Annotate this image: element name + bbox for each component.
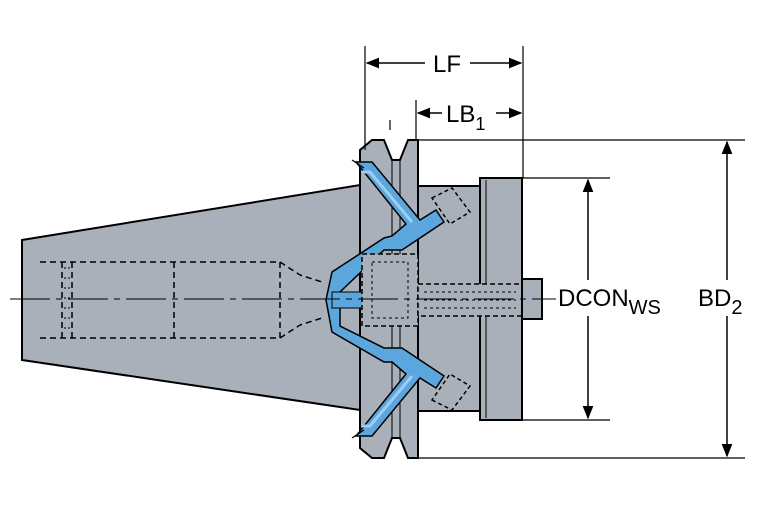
label-lb-main: LB [446, 101, 475, 128]
label-lf: LF [433, 51, 461, 78]
label-bd-main: BD [698, 285, 731, 312]
label-bd-sub: 2 [731, 297, 742, 319]
label-lb1: LB1 [446, 101, 485, 134]
nozzle-pockets [430, 187, 472, 411]
label-lb-sub: 1 [475, 114, 485, 134]
label-bd2: BD2 [698, 285, 742, 319]
dimension-bd2: BD2 [694, 140, 754, 458]
flange-ticks [351, 159, 365, 439]
dimension-lb1: LB1 [416, 101, 523, 134]
dimension-dcon-ws: DCONWS [556, 178, 684, 420]
label-dcon-sub: WS [629, 297, 661, 319]
dimension-lf: LF [365, 51, 523, 78]
extension-lines [364, 46, 745, 459]
inner-bore-hatch [64, 267, 70, 329]
label-dcon-ws: DCONWS [558, 285, 661, 319]
label-dcon-main: DCON [558, 285, 629, 312]
inner-bore [40, 261, 323, 339]
